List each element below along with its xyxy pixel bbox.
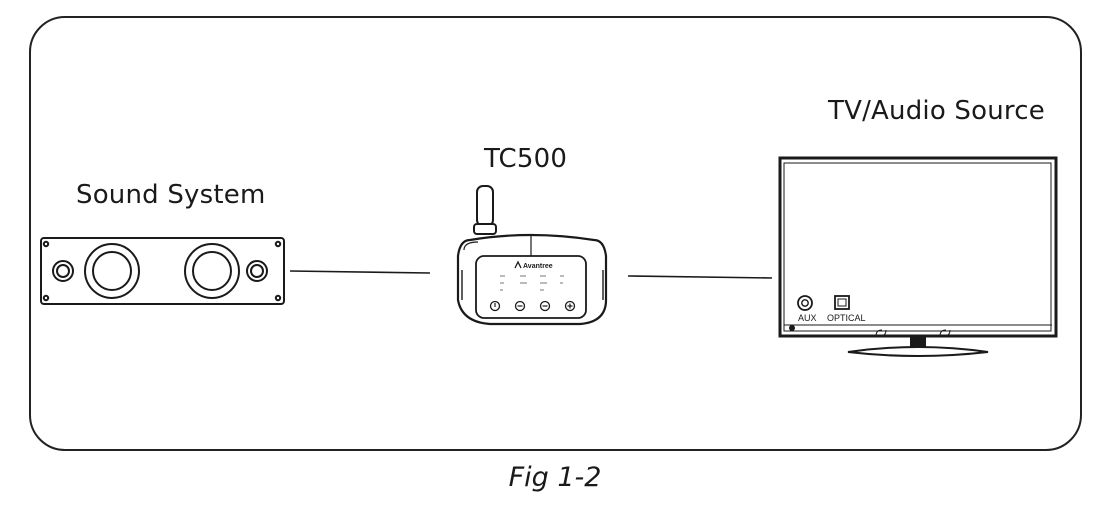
tv-icon <box>778 156 1058 357</box>
device-brand-label: Avantree <box>523 263 553 270</box>
tc500-device-icon <box>456 185 608 326</box>
cable-soundbar-to-tc500 <box>289 270 431 274</box>
figure-caption: Fig 1-2 <box>508 462 602 493</box>
diagram-frame <box>29 16 1082 451</box>
tc500-label: TC500 <box>484 144 568 174</box>
soundbar-icon <box>40 237 285 305</box>
sound-system-label: Sound System <box>76 180 266 210</box>
tv-source-label: TV/Audio Source <box>828 96 1045 126</box>
optical-port-label: OPTICAL <box>827 313 866 323</box>
aux-port-label: AUX <box>798 313 817 323</box>
avantree-logo-icon <box>514 260 522 269</box>
cable-tc500-to-tv <box>627 275 773 279</box>
